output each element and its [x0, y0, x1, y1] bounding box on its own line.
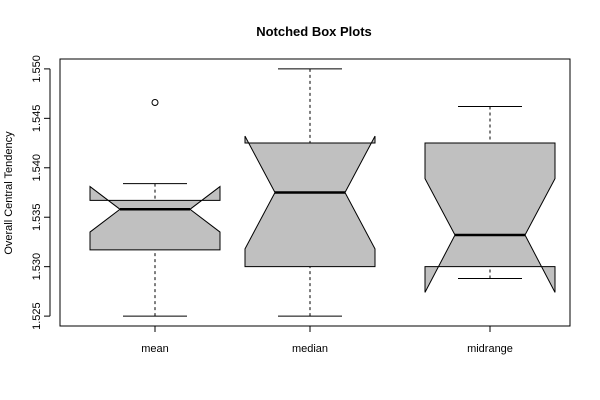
- y-axis-label: Overall Central Tendency: [3, 131, 15, 255]
- x-tick-label-midrange: midrange: [467, 343, 513, 355]
- y-tick-label-0: 1.525: [31, 302, 43, 330]
- chart-title: Notched Box Plots: [256, 24, 372, 39]
- boxes-layer: [89, 68, 556, 317]
- box-body-mean: [89, 185, 221, 251]
- y-tick-label-2: 1.535: [31, 203, 43, 231]
- y-tick-label-3: 1.540: [31, 154, 43, 182]
- box-body-median: [244, 135, 376, 268]
- y-axis: 1.525 1.530 1.535 1.540 1.545 1.550: [31, 55, 51, 330]
- y-tick-label-4: 1.545: [31, 105, 43, 133]
- x-tick-label-mean: mean: [141, 343, 169, 355]
- y-tick-label-1: 1.530: [31, 253, 43, 281]
- outlier-mean-0: [151, 99, 159, 107]
- box-mean: [89, 99, 221, 317]
- box-midrange: [424, 105, 556, 293]
- box-body-midrange: [424, 142, 556, 293]
- y-tick-label-5: 1.550: [31, 55, 43, 83]
- x-tick-label-median: median: [292, 343, 328, 355]
- box-median: [244, 68, 376, 317]
- x-axis: mean median midrange: [141, 325, 513, 355]
